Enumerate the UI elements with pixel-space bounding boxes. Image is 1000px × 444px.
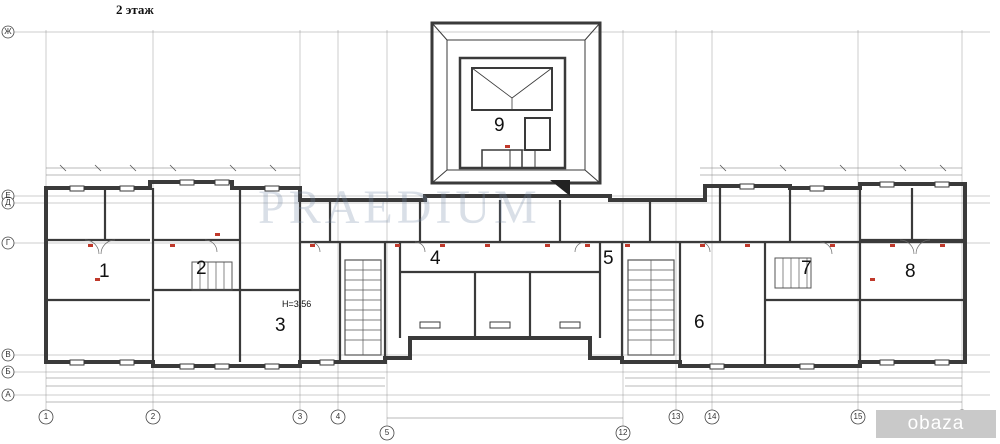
watermark-logo: PRAEDIUM — [258, 181, 541, 234]
room-label-7: 7 — [801, 258, 812, 279]
axis-label-2: 2 — [150, 412, 156, 421]
room-label-5: 5 — [603, 248, 614, 269]
axis-label-5: 5 — [384, 428, 390, 437]
axis-label-zh: Ж — [4, 27, 12, 36]
axis-label-12: 12 — [618, 428, 628, 437]
axis-label-a: А — [5, 390, 11, 399]
room-label-1: 1 — [99, 261, 110, 282]
axis-label-15: 15 — [853, 412, 863, 421]
room-label-2: 2 — [196, 258, 207, 279]
axis-label-13: 13 — [671, 412, 681, 421]
room-label-9: 9 — [494, 115, 505, 136]
ceiling-height-label: H=3,56 — [282, 299, 312, 309]
axis-label-g: Г — [5, 238, 11, 247]
axis-label-1: 1 — [43, 412, 49, 421]
room-label-3: 3 — [275, 315, 286, 336]
room-label-6: 6 — [694, 312, 705, 333]
axis-label-v: В — [5, 350, 11, 359]
watermark-badge: obaza — [876, 410, 996, 438]
axis-label-b: Б — [5, 367, 11, 376]
axis-label-3: 3 — [297, 412, 303, 421]
floor-title: 2 этаж — [116, 2, 154, 17]
axis-label-14: 14 — [707, 412, 717, 421]
axis-label-e: Е — [5, 191, 11, 200]
room-label-4: 4 — [430, 248, 441, 269]
axis-label-d: Д — [5, 198, 11, 207]
room-label-8: 8 — [905, 261, 916, 282]
axis-label-4: 4 — [335, 412, 341, 421]
